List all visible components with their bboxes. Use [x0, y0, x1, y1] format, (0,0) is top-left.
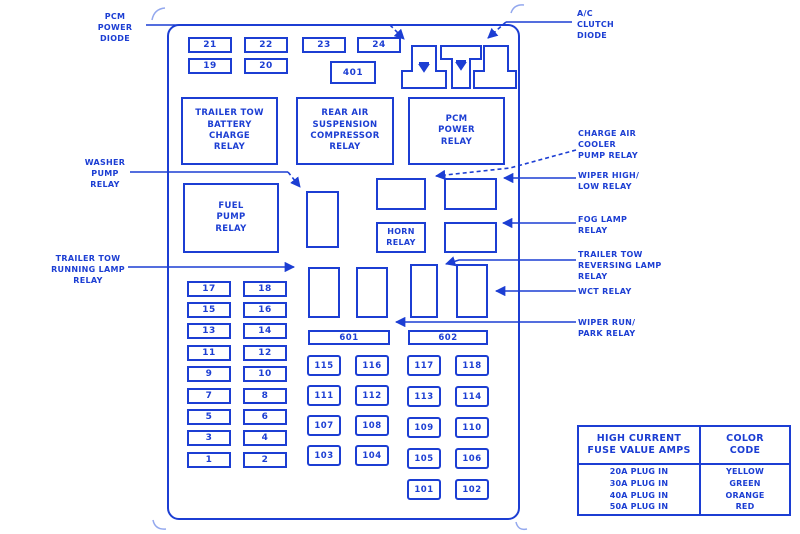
legend-amps-row: 40A PLUG IN	[609, 490, 669, 500]
fuse-107: 107	[307, 415, 341, 436]
trailer-tow-battery-charge-relay-box: TRAILER TOW BATTERY CHARGE RELAY	[181, 97, 278, 165]
fuse-3: 3	[187, 430, 231, 446]
wiper-high-low-relay-box	[444, 178, 497, 210]
fuse-block-601-header: 601	[308, 330, 390, 345]
horn-relay-box: HORN RELAY	[376, 222, 426, 253]
legend-amps-row: 20A PLUG IN	[609, 467, 669, 477]
fuse-5: 5	[187, 409, 231, 425]
fuse-118: 118	[455, 355, 489, 376]
fuse-15: 15	[187, 302, 231, 318]
legend-table: HIGH CURRENT FUSE VALUE AMPS 20A PLUG IN…	[577, 425, 791, 516]
fuse-108: 108	[355, 415, 389, 436]
fuse-14: 14	[243, 323, 287, 339]
fuse-block-602-header: 602	[408, 330, 488, 345]
fuse-19: 19	[188, 58, 232, 74]
trailer-tow-reversing-lamp-relay-box	[410, 264, 438, 318]
fuse-117: 117	[407, 355, 441, 376]
fuse-111: 111	[307, 385, 341, 406]
washer-pump-relay-label: WASHER PUMP RELAY	[84, 158, 126, 190]
corner-tick-marks	[151, 4, 528, 531]
legend-color-row: ORANGE	[725, 490, 765, 500]
fuse-13: 13	[187, 323, 231, 339]
fuel-pump-relay-box: FUEL PUMP RELAY	[183, 183, 279, 253]
fuse-17: 17	[187, 281, 231, 297]
legend-color-row: GREEN	[729, 478, 761, 488]
fuse-23: 23	[302, 37, 346, 53]
fuse-16: 16	[243, 302, 287, 318]
wiper-run-park-relay-box	[356, 267, 388, 318]
fuse-104: 104	[355, 445, 389, 466]
legend-amps-values: 20A PLUG IN 30A PLUG IN 40A PLUG IN 50A …	[579, 465, 699, 514]
pcm-power-diode-label: PCM POWER DIODE	[97, 12, 133, 44]
diode-symbol-icon	[418, 60, 467, 73]
fuse-115: 115	[307, 355, 341, 376]
wiper-high-low-relay-label: WIPER HIGH/ LOW RELAY	[578, 171, 640, 192]
rear-air-suspension-compressor-relay-box: REAR AIR SUSPENSION COMPRESSOR RELAY	[296, 97, 394, 165]
wiper-run-park-relay-label: WIPER RUN/ PARK RELAY	[578, 318, 636, 339]
fuse-7: 7	[187, 388, 231, 404]
fuse-103: 103	[307, 445, 341, 466]
legend-color-header: COLOR CODE	[701, 427, 789, 465]
legend-amps-column: HIGH CURRENT FUSE VALUE AMPS 20A PLUG IN…	[579, 427, 701, 514]
wct-relay-box	[456, 264, 488, 318]
fog-lamp-relay-box	[444, 222, 497, 253]
fuse-22: 22	[244, 37, 288, 53]
fuse-116: 116	[355, 355, 389, 376]
legend-amps-row: 50A PLUG IN	[609, 502, 669, 512]
trailer-tow-reversing-lamp-relay-label: TRAILER TOW REVERSING LAMP RELAY	[578, 250, 662, 282]
leader-lines	[128, 21, 577, 328]
legend-color-values: YELLOW GREEN ORANGE RED	[701, 465, 789, 514]
wct-relay-label: WCT RELAY	[578, 287, 632, 296]
fuse-11: 11	[187, 345, 231, 361]
legend-color-row: RED	[735, 502, 755, 512]
fuse-10: 10	[243, 366, 287, 382]
fuse-112: 112	[355, 385, 389, 406]
charge-air-cooler-pump-relay-box	[376, 178, 426, 210]
fuse-24: 24	[357, 37, 401, 53]
fuse-9: 9	[187, 366, 231, 382]
ac-clutch-diode-label: A/C CLUTCH DIODE	[577, 9, 615, 41]
fuse-105: 105	[407, 448, 441, 469]
washer-pump-relay-box	[306, 191, 339, 248]
fuse-113: 113	[407, 386, 441, 407]
fuse-1: 1	[187, 452, 231, 468]
fuse-110: 110	[455, 417, 489, 438]
fuse-101: 101	[407, 479, 441, 500]
legend-amps-row: 30A PLUG IN	[609, 478, 669, 488]
fuse-102: 102	[455, 479, 489, 500]
fuse-2: 2	[243, 452, 287, 468]
trailer-tow-running-lamp-relay-label: TRAILER TOW RUNNING LAMP RELAY	[51, 254, 125, 286]
pcm-power-relay-box: PCM POWER RELAY	[408, 97, 505, 165]
charge-air-cooler-pump-relay-label: CHARGE AIR COOLER PUMP RELAY	[578, 129, 638, 161]
legend-amps-header: HIGH CURRENT FUSE VALUE AMPS	[579, 427, 699, 465]
fuse-114: 114	[455, 386, 489, 407]
fuse-21: 21	[188, 37, 232, 53]
legend-color-row: YELLOW	[726, 467, 764, 477]
fuse-8: 8	[243, 388, 287, 404]
fog-lamp-relay-label: FOG LAMP RELAY	[578, 215, 628, 236]
relay-401: 401	[330, 61, 376, 84]
fuse-12: 12	[243, 345, 287, 361]
fuse-4: 4	[243, 430, 287, 446]
fuse-20: 20	[244, 58, 288, 74]
trailer-tow-running-lamp-relay-box	[308, 267, 340, 318]
fuse-106: 106	[455, 448, 489, 469]
fuse-18: 18	[243, 281, 287, 297]
fuse-109: 109	[407, 417, 441, 438]
fuse-6: 6	[243, 409, 287, 425]
legend-color-column: COLOR CODE YELLOW GREEN ORANGE RED	[701, 427, 789, 514]
